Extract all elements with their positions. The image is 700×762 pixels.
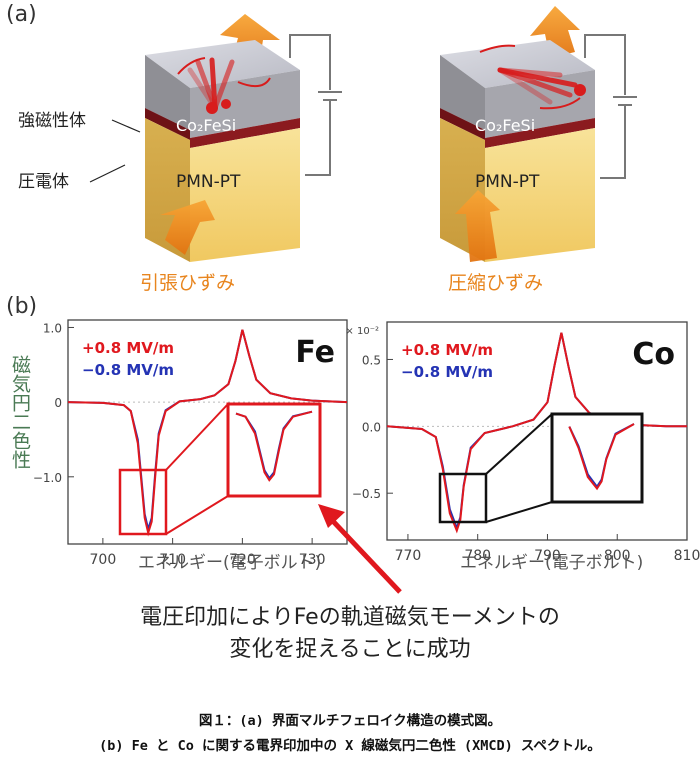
x-tick-label: 800 [604, 548, 631, 564]
y-tick-label: −0.5 [352, 487, 381, 501]
element-label: Co [632, 337, 675, 372]
ferromagnet-label: 強磁性体 [18, 111, 86, 131]
annotation-line-2: 変化を捉えることに成功 [229, 637, 471, 662]
panel-b-label: (b) [6, 294, 38, 319]
x-tick-label: 780 [464, 548, 491, 564]
plot-frame-co [386, 321, 688, 541]
left-piezo-material: PMN-PT [176, 172, 241, 192]
y-tick-label: 1.0 [43, 321, 62, 335]
circuit-left [289, 34, 342, 176]
inset-series-plus [568, 423, 635, 491]
compressive-down-arrow [530, 6, 580, 58]
x-axis-label-fe: エネルギー(電子ボルト) [138, 553, 322, 573]
y-axis-label: 磁気円二色性 [9, 355, 31, 469]
x-tick-label: 790 [534, 548, 561, 564]
plot-frame-fe [67, 319, 348, 545]
series-line-plus [67, 329, 348, 537]
panel-a-label: (a) [6, 2, 37, 27]
tensile-strain-label: 引張ひずみ [140, 272, 236, 294]
legend-plus: +0.8 MV/m [401, 341, 493, 359]
zoom-box [438, 472, 488, 524]
piezo-pointer [89, 164, 126, 183]
x-tick-label: 710 [159, 552, 186, 568]
x-tick-label: 810 [674, 548, 700, 564]
y-tick-label: 0 [54, 396, 62, 410]
y-tick-label: 0.0 [362, 420, 381, 434]
caption-line-2: (b) Fe と Co に関する電界印加中の X 線磁気円二色性 (XMCD) … [99, 738, 601, 754]
magnet-arrows-right [497, 67, 586, 105]
inset-series-plus [235, 410, 313, 482]
x-axis-label-co: エネルギー(電子ボルト) [460, 553, 644, 573]
right-block [440, 6, 637, 262]
right-piezo-material: PMN-PT [475, 172, 540, 192]
annotation-arrow-head [318, 504, 345, 528]
compressive-up-arrow [455, 190, 500, 262]
x-tick-label: 700 [90, 552, 117, 568]
y-tick-label: 0.5 [362, 353, 381, 367]
inset-connector [165, 403, 229, 471]
caption-line-1: 図１：(a) 界面マルチフェロイク構造の模式図。 [198, 713, 502, 729]
x-tick-label: 770 [395, 548, 422, 564]
inset-connector [165, 495, 229, 535]
ferromagnet-pointer [111, 119, 141, 133]
magnet-arrows-left [187, 57, 235, 114]
legend-minus: −0.8 MV/m [401, 363, 493, 381]
y-exponent: × 10⁻² [345, 326, 379, 337]
left-block [145, 14, 342, 262]
legend-plus: +0.8 MV/m [82, 339, 174, 357]
right-ferro-material: Co₂FeSi [475, 116, 536, 135]
piezo-label: 圧電体 [18, 172, 69, 192]
panel-a-illustration [89, 6, 637, 262]
compressive-strain-label: 圧縮ひずみ [448, 272, 544, 294]
y-tick-label: −1.0 [33, 471, 62, 485]
inset-connector [485, 413, 553, 475]
inset-connector [485, 501, 553, 523]
tensile-down-arrow [160, 200, 215, 255]
x-tick-label: 730 [299, 552, 326, 568]
annotation-arrow [328, 516, 402, 594]
legend-minus: −0.8 MV/m [82, 361, 174, 379]
x-tick-label: 720 [229, 552, 256, 568]
zoom-box [118, 468, 168, 536]
left-ferro-material: Co₂FeSi [176, 116, 237, 135]
xmcd-charts: 700 710 720 730 1.0 0 −1.0 Fe +0.8 MV/m −0.8 MV/m… [33, 319, 700, 594]
annotation-line-1: 電圧印加によりFeの軌道磁気モーメントの [140, 605, 560, 630]
circuit-right [584, 34, 637, 179]
element-label: Fe [295, 335, 335, 370]
inset-box [226, 402, 322, 498]
